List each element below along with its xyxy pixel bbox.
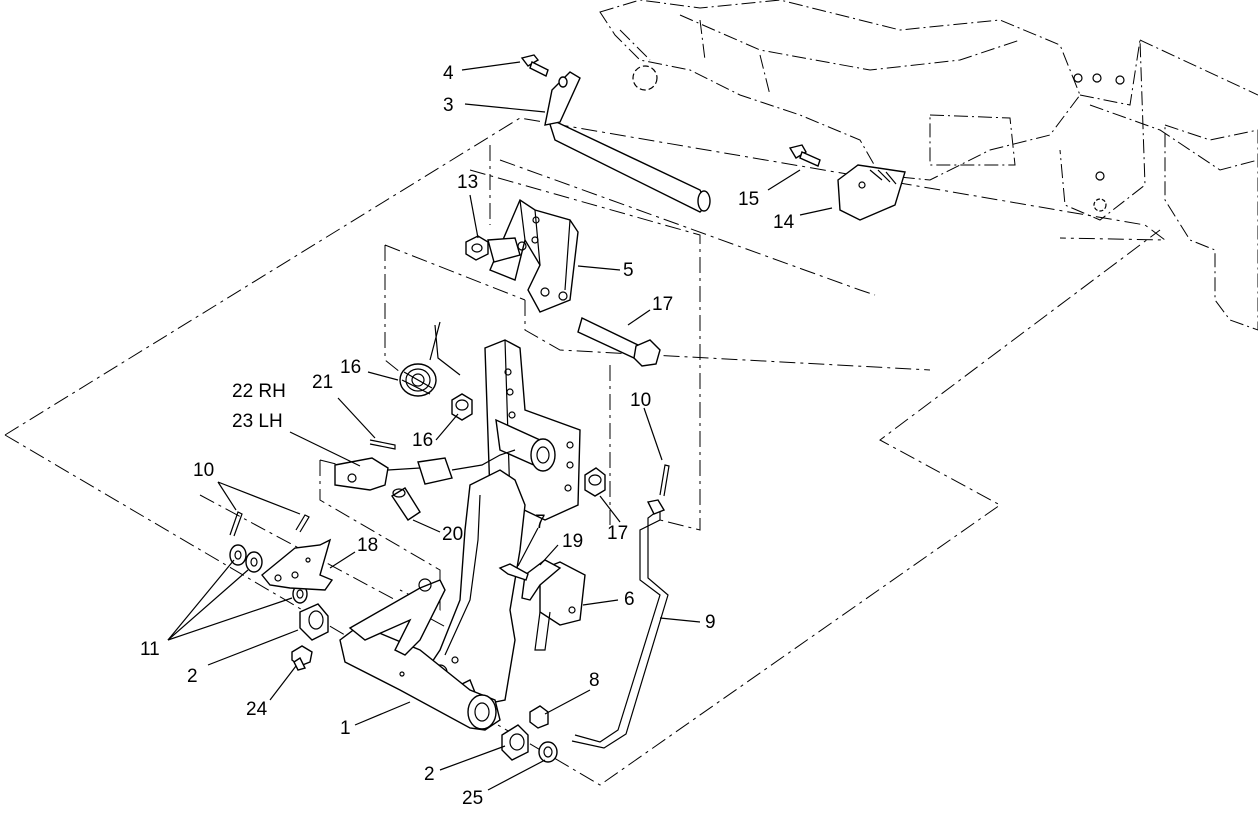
callout-2-right: 2 [424, 764, 435, 785]
torsion-spring [399, 321, 461, 397]
callout-13: 14 [773, 212, 795, 233]
callout-3: 3 [443, 95, 454, 116]
callout-2-left: 2 [187, 666, 198, 687]
callout-labels: 4 3 13 5 17 15 14 16 21 22 RH 23 LH 16 1… [140, 63, 795, 809]
callout-22-rh: 22 RH [232, 381, 286, 402]
callout-18: 18 [357, 535, 378, 556]
callout-24: 24 [246, 699, 268, 720]
callout-21: 21 [312, 372, 333, 393]
hex-bolt-14 [788, 144, 821, 167]
bushing-16-upper [451, 393, 473, 421]
clevis-pin-20 [391, 487, 421, 521]
callout-14: 15 [738, 189, 759, 210]
assembly-centerlines [4, 117, 1167, 786]
control-rod [571, 499, 669, 749]
callout-17: 17 [652, 294, 673, 315]
callout-6: 6 [624, 589, 635, 610]
grease-fitting [291, 645, 313, 671]
callout-1: 1 [340, 718, 351, 739]
callout-16-lower: 17 [607, 523, 628, 544]
cotter-pin-21 [369, 439, 396, 450]
flange-bolt [520, 54, 549, 77]
washers-11 [229, 544, 308, 604]
pivot-pin [544, 71, 711, 213]
stop-bracket [837, 164, 906, 221]
callout-20: 20 [442, 524, 463, 545]
callout-9: 9 [705, 612, 716, 633]
callout-25: 25 [462, 788, 483, 809]
callout-15: 16 [340, 357, 361, 378]
lock-nut-8 [529, 705, 549, 729]
callout-16-upper: 16 [412, 430, 433, 451]
flange-bushing-2-left [299, 603, 329, 641]
pivot-bracket [487, 198, 579, 313]
bushing-16-lower [584, 467, 606, 497]
machine-frame [599, 0, 1258, 331]
spring-washer [538, 741, 558, 763]
lock-nut-12 [465, 235, 489, 261]
callout-7: 7 [535, 512, 546, 533]
callout-8: 8 [589, 670, 600, 691]
switch [534, 561, 586, 651]
callout-5: 5 [623, 260, 634, 281]
clevis [334, 457, 389, 491]
callout-23-lh: 23 LH [232, 411, 283, 432]
cotter-pin-10-mid [295, 514, 310, 533]
cotter-pin-10-left [229, 511, 243, 537]
pedal-arm [339, 578, 501, 731]
pedal-hub [495, 418, 556, 472]
callout-10-left: 10 [193, 460, 214, 481]
callout-11: 11 [140, 639, 160, 660]
callout-10-right: 10 [630, 390, 651, 411]
callout-4: 4 [443, 63, 454, 84]
callout-19: 19 [562, 531, 583, 552]
cable [387, 449, 516, 485]
lever-plate [261, 538, 334, 591]
shoulder-bolt [577, 317, 661, 367]
cotter-pin-10-right [659, 464, 670, 497]
leader-lines [167, 61, 833, 791]
screw-7 [498, 563, 529, 581]
flange-bushing-2-right [501, 724, 529, 761]
callout-12: 13 [457, 172, 478, 193]
